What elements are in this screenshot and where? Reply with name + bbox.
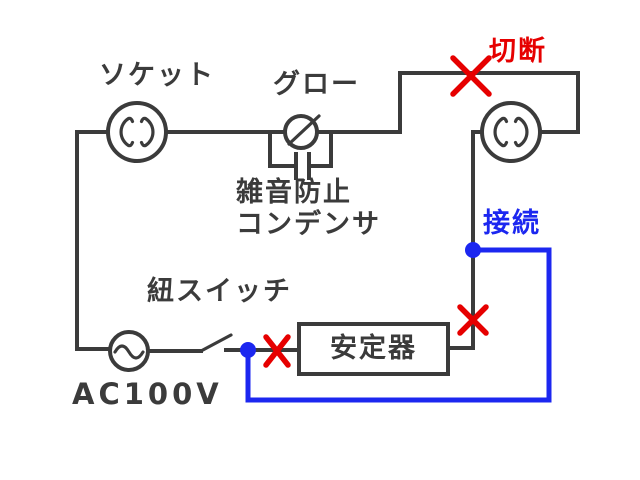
cut-marks: [263, 55, 492, 368]
cut-annotation: 切断: [489, 36, 547, 67]
cut-x-ballast-left: [263, 334, 291, 368]
noise-capacitor-label-line2: コンデンサ: [236, 209, 381, 240]
cut-x-top: [450, 55, 492, 97]
cut-x-ballast-right: [457, 304, 489, 336]
junction-dot-switch: [240, 342, 256, 358]
glow-label: グロー: [273, 69, 360, 100]
glow-diagonal: [287, 114, 321, 146]
new-wire-path: [240, 242, 552, 403]
switch-symbol: [199, 333, 244, 353]
ac-source-symbol: [108, 330, 150, 372]
capacitor-lead-left: [268, 130, 298, 168]
main-wiring: [75, 71, 580, 353]
noise-capacitor-label-line1: 雑音防止: [236, 177, 352, 208]
switch-blade: [199, 333, 233, 353]
ballast-label-wrap: 安定器: [299, 324, 448, 374]
wire-left-loop: [75, 130, 112, 351]
pull-switch-label: 紐スイッチ: [147, 276, 292, 307]
ballast-label: 安定器: [330, 333, 417, 364]
wire-right-drop: [446, 130, 484, 350]
socket-right-symbol: [480, 101, 542, 163]
glow-starter-symbol: [283, 114, 321, 150]
junction-dot-right: [465, 242, 481, 258]
connect-annotation: 接続: [483, 208, 541, 239]
ballast-box: [297, 322, 450, 376]
sine-wave: [113, 344, 145, 360]
ac-voltage-label: AC100V: [72, 377, 223, 411]
socket-label: ソケット: [99, 60, 215, 91]
wire-top-run: [315, 71, 580, 134]
capacitor-lead-right: [307, 130, 333, 168]
socket-left-symbol: [106, 101, 168, 163]
capacitor-symbol: [268, 130, 333, 180]
